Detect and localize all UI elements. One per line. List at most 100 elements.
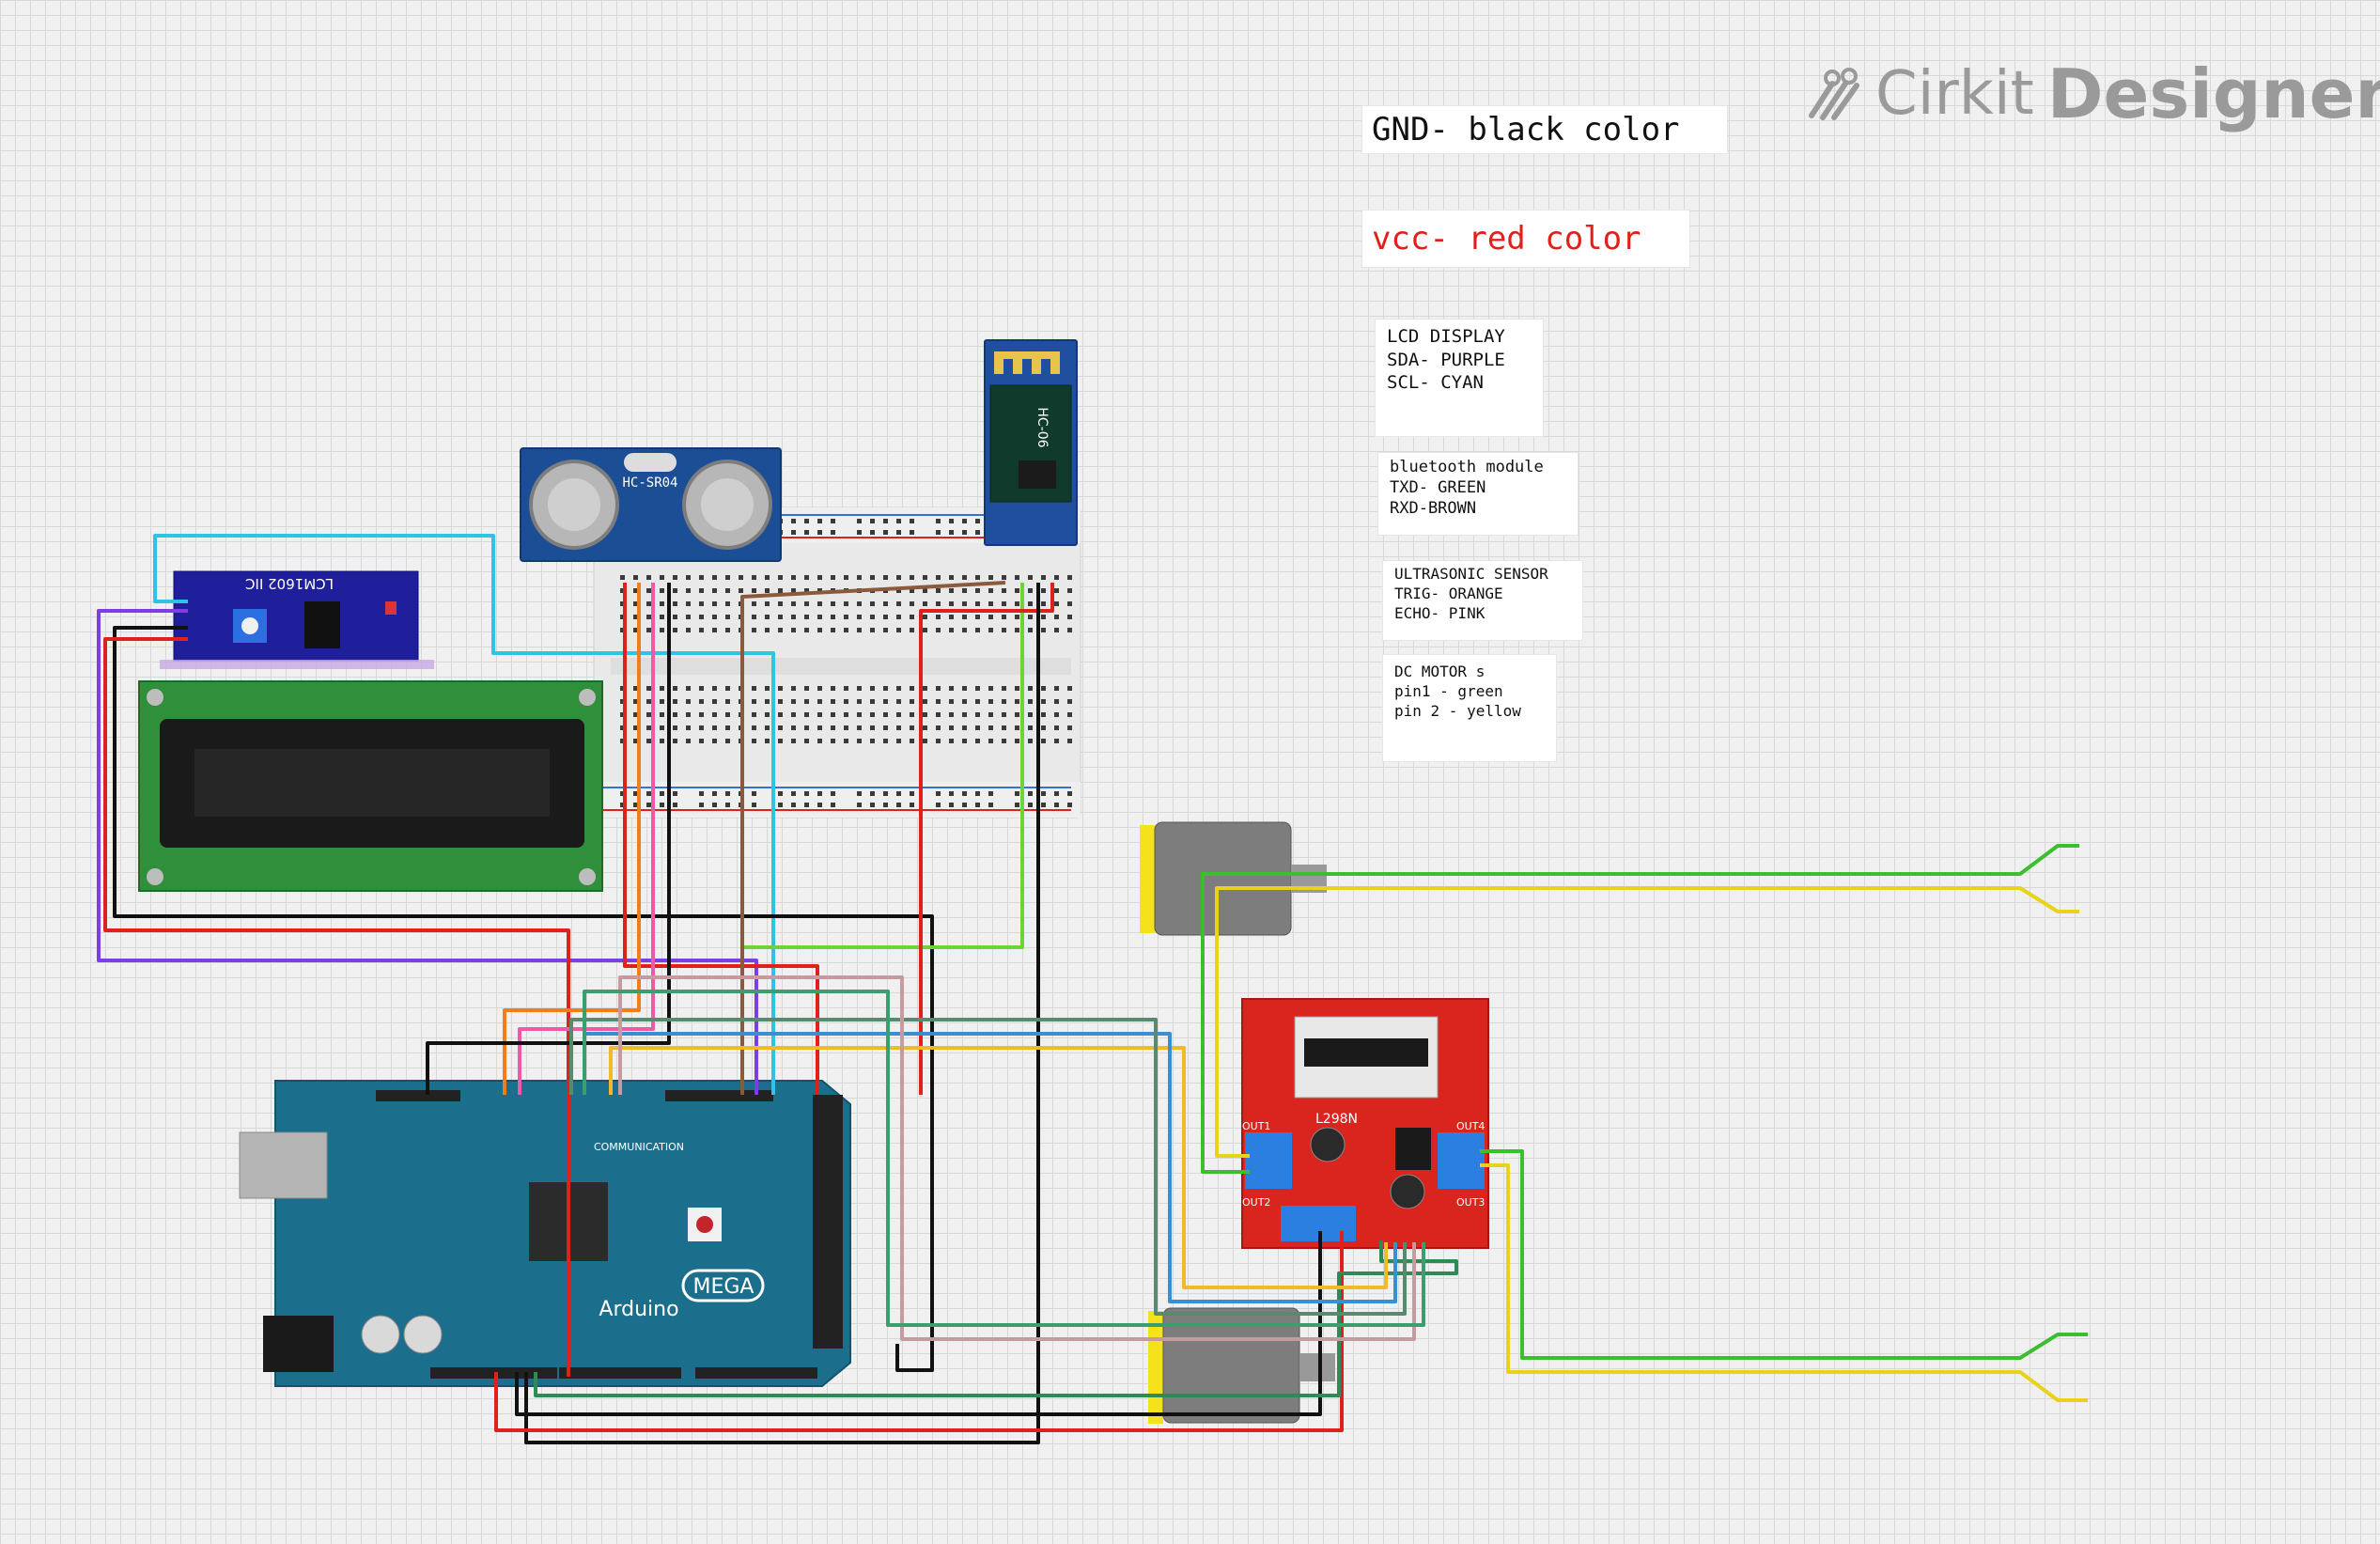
breadboard-hole bbox=[1015, 686, 1019, 691]
wire[interactable] bbox=[515, 1231, 1322, 1416]
breadboard-hole bbox=[752, 615, 756, 619]
breadboard-hole bbox=[988, 628, 993, 632]
breadboard-hole bbox=[739, 575, 743, 580]
breadboard-hole bbox=[752, 686, 756, 691]
wire[interactable] bbox=[583, 990, 1425, 1327]
wire[interactable] bbox=[503, 583, 641, 1095]
breadboard-hole bbox=[910, 628, 914, 632]
breadboard-hole bbox=[778, 712, 783, 717]
breadboard-rail-hole bbox=[673, 803, 677, 807]
wire[interactable] bbox=[609, 1046, 1388, 1289]
breadboard-hole bbox=[870, 615, 875, 619]
breadboard-hole bbox=[686, 686, 691, 691]
breadboard-hole bbox=[791, 575, 796, 580]
wire[interactable] bbox=[919, 583, 1054, 1095]
breadboard-rail-hole bbox=[817, 803, 822, 807]
breadboard-hole bbox=[633, 739, 638, 743]
wire[interactable] bbox=[426, 583, 671, 1095]
breadboard-rail-hole bbox=[633, 791, 638, 796]
breadboard-hole bbox=[817, 712, 822, 717]
breadboard-rail-hole bbox=[791, 791, 796, 796]
breadboard-rail-hole bbox=[831, 791, 835, 796]
breadboard-hole bbox=[936, 699, 941, 704]
breadboard-hole bbox=[896, 588, 901, 593]
wire[interactable] bbox=[153, 534, 775, 1095]
breadboard-hole bbox=[870, 739, 875, 743]
breadboard-hole bbox=[765, 575, 770, 580]
breadboard-hole bbox=[633, 699, 638, 704]
breadboard-rail-hole bbox=[896, 519, 901, 523]
breadboard-rail-hole bbox=[831, 803, 835, 807]
wire[interactable] bbox=[623, 583, 819, 1095]
breadboard-hole bbox=[936, 712, 941, 717]
note-gnd: GND- black color bbox=[1362, 106, 1727, 153]
breadboard-hole bbox=[1041, 686, 1046, 691]
breadboard-rail-hole bbox=[1041, 803, 1046, 807]
breadboard-hole bbox=[896, 686, 901, 691]
breadboard-hole bbox=[1015, 712, 1019, 717]
wire[interactable] bbox=[97, 609, 758, 1095]
breadboard-rail-hole bbox=[804, 803, 809, 807]
breadboard-hole bbox=[673, 699, 677, 704]
driver-out1-label: OUT1 bbox=[1242, 1120, 1270, 1132]
breadboard-rail-hole bbox=[817, 530, 822, 535]
breadboard-rail-hole bbox=[1028, 803, 1033, 807]
breadboard-hole bbox=[844, 628, 848, 632]
breadboard-hole bbox=[910, 601, 914, 606]
wire[interactable] bbox=[1215, 886, 2079, 1158]
wire[interactable] bbox=[569, 1018, 1407, 1316]
bluetooth-module[interactable]: HC-06 bbox=[984, 339, 1078, 546]
breadboard-hole bbox=[712, 575, 717, 580]
breadboard-hole bbox=[975, 739, 980, 743]
breadboard-rail-hole bbox=[673, 791, 677, 796]
breadboard-hole bbox=[620, 575, 625, 580]
breadboard-rail-hole bbox=[804, 530, 809, 535]
breadboard-hole bbox=[778, 699, 783, 704]
breadboard-hole bbox=[725, 739, 730, 743]
arduino-mega-board[interactable]: Arduino MEGA COMMUNICATION bbox=[239, 1080, 851, 1387]
breadboard-hole bbox=[620, 628, 625, 632]
wire[interactable] bbox=[1201, 844, 2079, 1174]
wire[interactable] bbox=[618, 975, 1416, 1341]
breadboard-rail-hole bbox=[949, 791, 954, 796]
breadboard-hole bbox=[1041, 588, 1046, 593]
wire[interactable] bbox=[113, 626, 934, 1372]
breadboard-hole bbox=[988, 699, 993, 704]
breadboard-rail-hole bbox=[817, 519, 822, 523]
breadboard-hole bbox=[1015, 628, 1019, 632]
wire[interactable] bbox=[494, 1231, 1344, 1432]
lcd-i2c-backpack[interactable]: LCM1602 IIC bbox=[173, 570, 419, 662]
wire[interactable] bbox=[740, 581, 1006, 1095]
breadboard-rail-hole bbox=[896, 803, 901, 807]
breadboard-hole bbox=[896, 575, 901, 580]
breadboard-hole bbox=[831, 686, 835, 691]
breadboard-rail-hole bbox=[620, 791, 625, 796]
wire[interactable] bbox=[103, 637, 570, 1377]
breadboard-hole bbox=[870, 601, 875, 606]
bluetooth-label: HC-06 bbox=[1034, 407, 1050, 447]
l298n-motor-driver[interactable]: L298N OUT1 OUT2 OUT4 OUT3 bbox=[1241, 998, 1489, 1249]
breadboard-hole bbox=[804, 628, 809, 632]
wire[interactable] bbox=[1480, 1149, 2088, 1360]
ultrasonic-sensor[interactable]: HC-SR04 bbox=[520, 447, 782, 562]
breadboard-hole bbox=[686, 615, 691, 619]
breadboard-hole bbox=[883, 686, 888, 691]
breadboard-hole bbox=[673, 686, 677, 691]
breadboard-hole bbox=[752, 699, 756, 704]
breadboard-hole bbox=[660, 712, 664, 717]
breadboard-rail-hole bbox=[804, 519, 809, 523]
breadboard-hole bbox=[752, 588, 756, 593]
driver-chip-label: L298N bbox=[1315, 1112, 1358, 1127]
arduino-communication-label: COMMUNICATION bbox=[594, 1141, 684, 1153]
lcd-display[interactable] bbox=[138, 680, 603, 892]
breadboard-hole bbox=[870, 575, 875, 580]
wire[interactable] bbox=[524, 583, 1040, 1444]
breadboard-hole bbox=[633, 575, 638, 580]
wire[interactable] bbox=[1480, 1163, 2088, 1402]
dc-motor-1[interactable] bbox=[1140, 821, 1327, 936]
lcd-header-strip bbox=[160, 660, 434, 669]
breadboard-hole bbox=[699, 601, 704, 606]
breadboard-hole bbox=[1041, 712, 1046, 717]
breadboard-hole bbox=[791, 588, 796, 593]
